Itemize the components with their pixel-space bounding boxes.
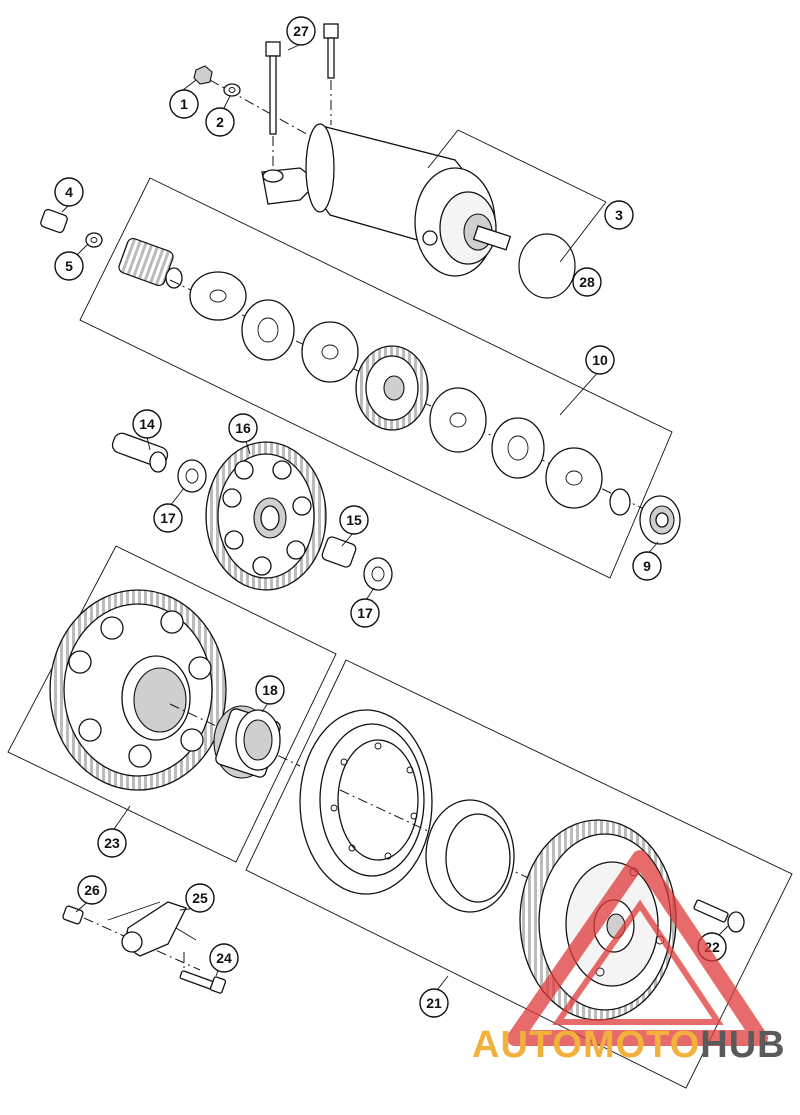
callout-14: 14 — [132, 409, 162, 439]
svg-text:17: 17 — [160, 510, 176, 526]
svg-text:1: 1 — [180, 96, 188, 112]
svg-text:14: 14 — [139, 416, 155, 432]
callout-3: 3 — [604, 200, 634, 230]
svg-text:17: 17 — [357, 605, 373, 621]
svg-text:4: 4 — [65, 184, 73, 200]
watermark-brand-text: AUTOMOTOHUB — [472, 1024, 786, 1066]
idler-gear-assembly — [111, 432, 393, 591]
callout-17-upper: 17 — [153, 503, 183, 533]
callout-5: 5 — [54, 251, 84, 281]
svg-text:28: 28 — [579, 274, 595, 290]
svg-text:25: 25 — [192, 890, 208, 906]
lever-assembly — [62, 901, 227, 994]
svg-text:2: 2 — [216, 114, 224, 130]
group-box-10 — [79, 177, 673, 579]
callout-1: 1 — [169, 89, 199, 119]
callout-24: 24 — [209, 943, 239, 973]
reduction-gear-set — [189, 271, 681, 545]
callout-16: 16 — [228, 413, 258, 443]
svg-text:24: 24 — [216, 950, 232, 966]
svg-text:18: 18 — [262, 682, 278, 698]
bolt-27-right — [323, 23, 339, 125]
group-box-21 — [245, 659, 793, 1089]
starter-ring-gear — [49, 589, 301, 791]
svg-text:15: 15 — [346, 512, 362, 528]
svg-text:3: 3 — [615, 207, 623, 223]
svg-text:27: 27 — [293, 23, 309, 39]
svg-text:21: 21 — [426, 995, 442, 1011]
callout-21: 21 — [419, 988, 449, 1018]
callout-26: 26 — [77, 875, 107, 905]
callout-28: 28 — [572, 267, 602, 297]
callout-27: 27 — [286, 16, 316, 46]
o-ring-28 — [518, 233, 576, 299]
flywheel-assembly — [299, 709, 745, 1021]
callout-10: 10 — [585, 345, 615, 375]
svg-text:26: 26 — [84, 882, 100, 898]
svg-text:10: 10 — [592, 352, 608, 368]
callout-15: 15 — [339, 505, 369, 535]
callout-18: 18 — [255, 675, 285, 705]
callout-2: 2 — [205, 107, 235, 137]
callout-4: 4 — [54, 177, 84, 207]
callout-17-lower: 17 — [350, 598, 380, 628]
svg-text:23: 23 — [104, 835, 120, 851]
group-box-23 — [7, 545, 337, 863]
callout-25: 25 — [185, 883, 215, 913]
callout-9: 9 — [632, 551, 662, 581]
svg-text:16: 16 — [235, 420, 251, 436]
starter-motor — [193, 23, 607, 299]
svg-text:9: 9 — [643, 558, 651, 574]
callout-23: 23 — [97, 828, 127, 858]
svg-text:5: 5 — [65, 258, 73, 274]
watermark-logo — [507, 850, 768, 1046]
bolt-27-left — [265, 41, 281, 135]
